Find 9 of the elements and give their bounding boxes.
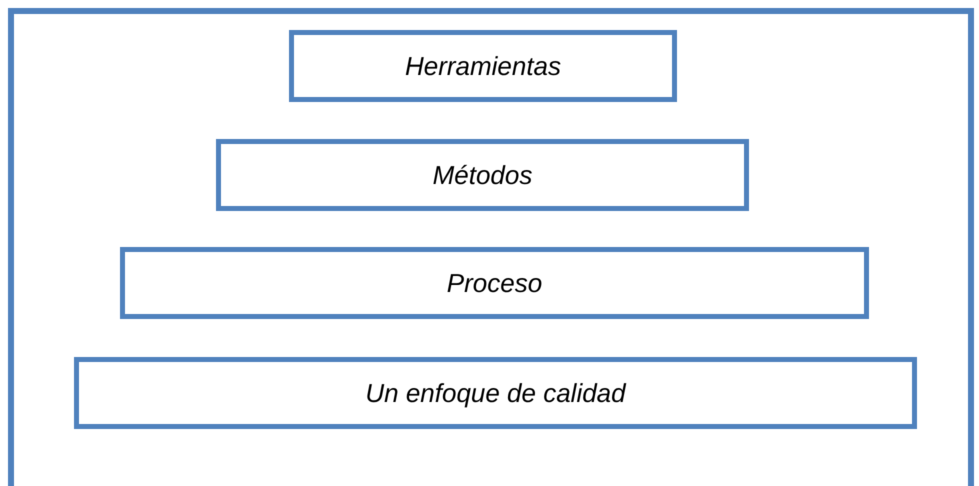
text-box bbox=[74, 357, 917, 429]
frame-border bbox=[8, 8, 974, 486]
text-box bbox=[216, 139, 749, 211]
box-label: Métodos bbox=[432, 158, 532, 192]
text-box bbox=[120, 247, 869, 319]
box-label: Proceso bbox=[446, 266, 542, 300]
box-label: Un enfoque de calidad bbox=[365, 376, 626, 410]
box-label: Herramientas bbox=[404, 50, 562, 82]
text-box bbox=[289, 30, 677, 102]
